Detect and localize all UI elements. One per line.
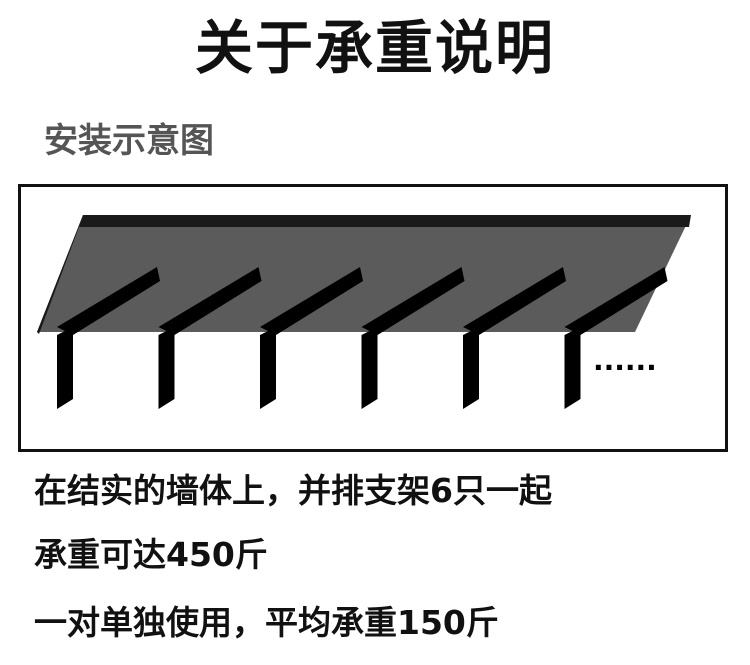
bracket-arm — [463, 267, 566, 335]
shelf-top-edge — [79, 215, 691, 227]
bracket-group — [57, 267, 668, 409]
bracket-post — [158, 327, 175, 409]
load-description-line-1: 在结实的墙体上，并排支架6只一起 — [34, 471, 552, 510]
load-description-line-2: 承重可达450斤 — [34, 535, 268, 574]
load-description-line-3: 一对单独使用，平均承重150斤 — [34, 603, 499, 642]
bracket-post — [260, 327, 276, 409]
shelf-left-edge — [37, 215, 83, 334]
bracket-arm — [158, 267, 262, 335]
bracket-arm — [564, 267, 668, 335]
installation-diagram: ······ — [18, 184, 728, 452]
bracket-arm — [361, 267, 465, 335]
continuation-ellipsis: ······ — [593, 351, 657, 384]
bracket-arm — [260, 267, 363, 335]
bracket-post — [361, 327, 378, 409]
bracket-post — [57, 327, 73, 409]
bracket-arm — [57, 267, 160, 335]
diagram-subtitle: 安装示意图 — [44, 121, 214, 161]
page-title: 关于承重说明 — [194, 14, 555, 82]
bracket-post — [463, 327, 479, 409]
bracket-post — [564, 327, 581, 409]
shelf-bracket-illustration: ······ — [37, 215, 691, 409]
